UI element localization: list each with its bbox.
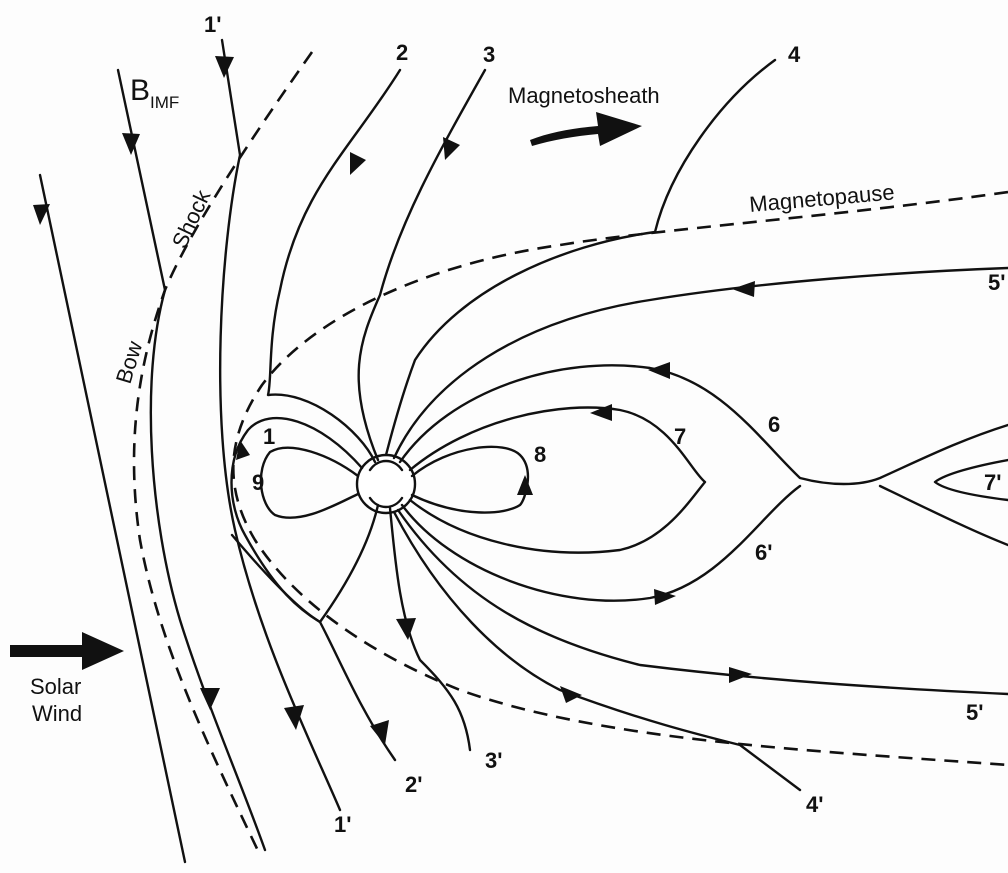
magnetopause-label: Magnetopause xyxy=(748,179,895,217)
number-1prime-top: 1' xyxy=(204,12,221,37)
imf-line-b xyxy=(116,68,267,852)
number-4: 4 xyxy=(788,42,801,67)
shock-label: Shock xyxy=(167,185,216,252)
arrow-3 xyxy=(443,137,460,160)
magnetopause-curve xyxy=(232,190,1008,767)
number-6: 6 xyxy=(768,412,780,437)
field-line-6prime xyxy=(400,484,1008,602)
number-7: 7 xyxy=(674,424,686,449)
number-9: 9 xyxy=(252,470,264,495)
number-3prime: 3' xyxy=(485,748,502,773)
imf-line-far xyxy=(38,173,187,864)
imf-line-1prime xyxy=(219,38,342,812)
south-cusp-mark xyxy=(368,496,404,509)
field-line-2 xyxy=(266,68,402,464)
field-line-6 xyxy=(398,364,1008,486)
number-3: 3 xyxy=(483,42,495,67)
field-line-3prime xyxy=(388,506,472,752)
arrow-4prime xyxy=(560,686,582,703)
field-line-5prime-bottom xyxy=(396,508,1008,696)
arrow-imf-b xyxy=(122,133,140,155)
number-1: 1 xyxy=(263,424,275,449)
arrow-2 xyxy=(350,152,366,175)
bow-shock-curve xyxy=(132,51,314,856)
field-line-1 xyxy=(230,416,364,624)
field-line-3 xyxy=(357,68,487,462)
number-1prime-bottom: 1' xyxy=(334,812,351,837)
b-imf-label: BIMF xyxy=(130,74,179,112)
arrow-2prime xyxy=(370,720,389,745)
arrow-imf-far xyxy=(33,204,50,225)
number-8: 8 xyxy=(534,442,546,467)
north-cusp-mark xyxy=(368,459,404,472)
arrow-9 xyxy=(236,440,250,460)
solar-wind-label-line2: Wind xyxy=(32,701,82,726)
field-line-2prime-inner xyxy=(318,503,380,624)
arrow-5prime-bottom xyxy=(729,667,752,683)
magnetosheath-label: Magnetosheath xyxy=(508,83,660,108)
arrow-5prime-top xyxy=(732,281,755,297)
earth-circle xyxy=(355,453,417,515)
number-6prime: 6' xyxy=(755,540,772,565)
field-line-4prime xyxy=(392,510,802,792)
number-2prime: 2' xyxy=(405,772,422,797)
arrow-1prime-low xyxy=(284,705,304,730)
magnetosheath-arrow xyxy=(530,112,642,146)
number-2: 2 xyxy=(396,40,408,65)
arrow-6prime xyxy=(654,589,676,605)
field-line-7 xyxy=(408,406,707,554)
solar-wind-label-line1: Solar xyxy=(30,674,81,699)
field-line-8 xyxy=(410,445,530,514)
field-line-5prime-top xyxy=(392,266,1008,460)
field-line-7prime xyxy=(933,458,1008,502)
arrow-bow-low xyxy=(200,688,220,710)
number-5prime-top: 5' xyxy=(988,270,1005,295)
number-4prime: 4' xyxy=(806,792,823,817)
arrow-8 xyxy=(517,475,533,495)
field-line-9 xyxy=(259,446,360,519)
solar-wind-arrow xyxy=(10,632,124,670)
field-line-4 xyxy=(384,58,777,457)
arrow-6 xyxy=(648,362,670,379)
arrow-1prime-top xyxy=(215,56,234,78)
number-5prime-bottom: 5' xyxy=(966,700,983,725)
arrow-3prime xyxy=(396,618,416,640)
number-7prime: 7' xyxy=(984,470,1001,495)
arrow-7 xyxy=(590,404,612,421)
